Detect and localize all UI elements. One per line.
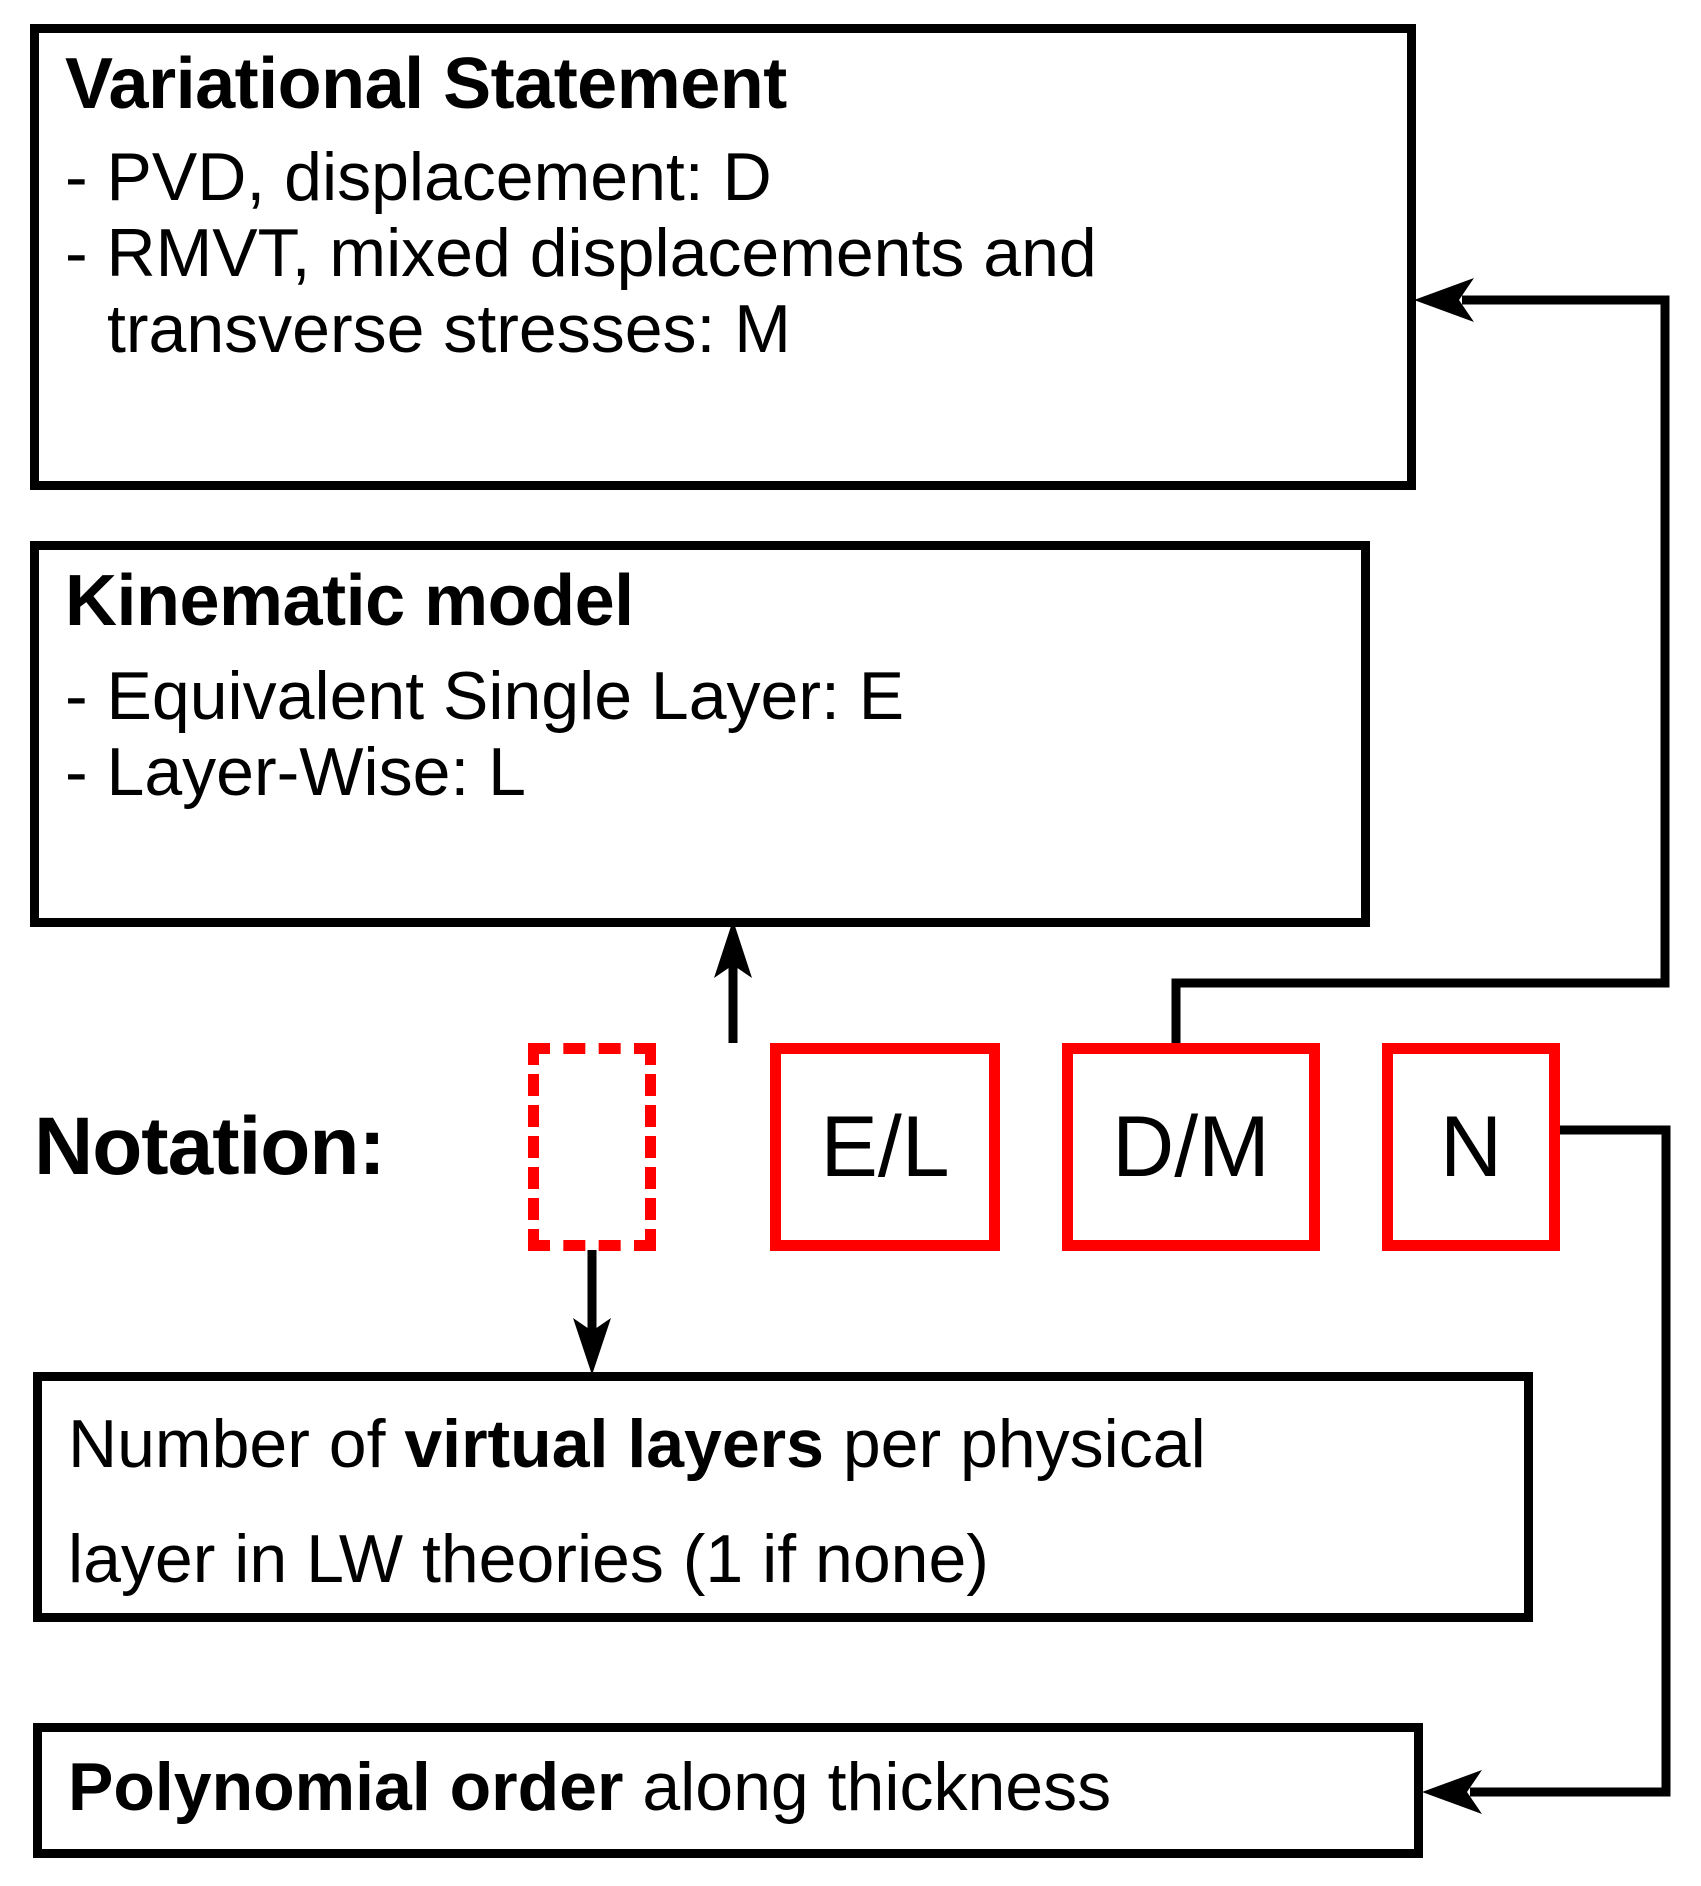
virtual-layers-description-line-1: Number of virtual layers per physical [68,1407,1510,1482]
arrowhead-down-virtual-desc [573,1318,611,1375]
kinematic-model-line-2: - Layer-Wise: L [65,733,526,810]
kinematic-model-title: Kinematic model [65,561,634,641]
kinematic-model-box: Kinematic model - Equivalent Single Laye… [30,541,1370,927]
variational-statement-box: Variational Statement - PVD, displacemen… [30,24,1416,490]
polynomial-order-rest: along thickness [623,1749,1112,1825]
notation-cell-kinematic-model-text: E/L [820,1099,950,1195]
kinematic-model-line-1: - Equivalent Single Layer: E [65,657,905,734]
notation-cell-polynomial-order[interactable]: N [1382,1043,1560,1251]
notation-cell-virtual-layers[interactable] [528,1043,656,1251]
polynomial-order-box: Polynomial order along thickness [33,1723,1423,1858]
virtual-layers-desc-part-a: Number of [68,1406,405,1482]
polynomial-order-content: Polynomial order along thickness [68,1749,1400,1825]
connector-virtual-to-description [573,1250,611,1375]
polynomial-order-bold: Polynomial order [68,1749,624,1825]
notation-cell-kinematic-model[interactable]: E/L [770,1043,1000,1251]
virtual-layers-description-line-2: layer in LW theories (1 if none) [68,1520,989,1597]
polynomial-order-line: Polynomial order along thickness [68,1749,1400,1825]
virtual-layers-description-content: Number of virtual layers per physical la… [68,1407,1510,1597]
variational-statement-line-1: - PVD, displacement: D [65,138,772,215]
variational-statement-content: Variational Statement - PVD, displacemen… [65,44,1393,367]
notation-label: Notation: [34,1101,386,1192]
variational-statement-title: Variational Statement [65,44,787,124]
notation-cell-variational-statement-text: D/M [1112,1099,1270,1195]
virtual-layers-description-box: Number of virtual layers per physical la… [33,1372,1533,1622]
notation-cell-variational-statement[interactable]: D/M [1062,1043,1320,1251]
variational-statement-line-3: transverse stresses: M [107,290,791,367]
virtual-layers-desc-bold: virtual layers [404,1406,824,1482]
virtual-layers-desc-part-c: per physical [823,1406,1206,1482]
kinematic-model-content: Kinematic model - Equivalent Single Laye… [65,561,1347,810]
arrowhead-left-variational [1414,278,1474,322]
arrowhead-up-kinematic [714,920,752,978]
arrowhead-left-polynomial [1422,1770,1482,1814]
connector-el-to-kinematic [714,920,752,1043]
variational-statement-line-2: - RMVT, mixed displacements and [65,214,1097,291]
notation-cell-polynomial-order-text: N [1439,1099,1503,1195]
